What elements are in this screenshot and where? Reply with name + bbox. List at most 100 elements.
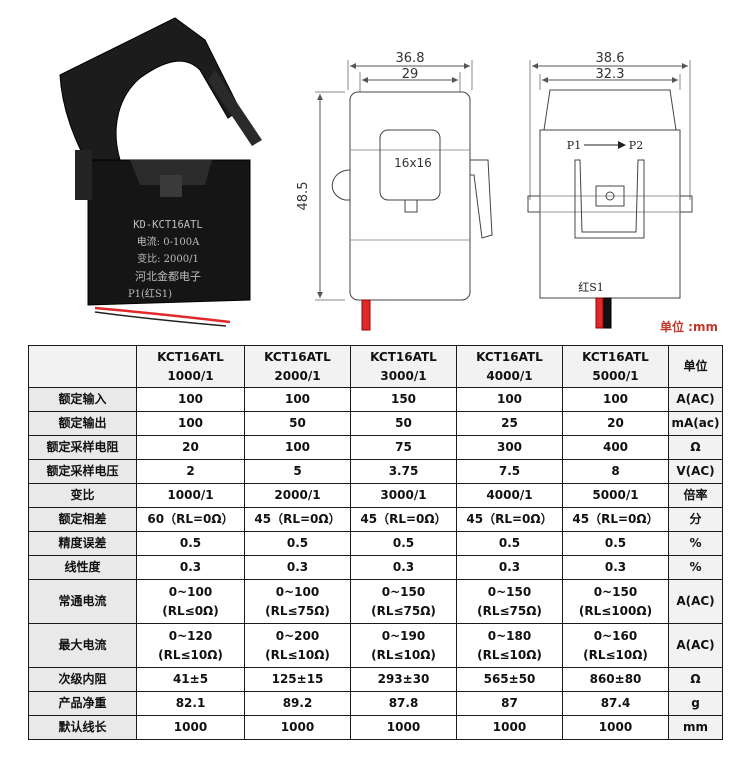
clamp-side-tab bbox=[75, 150, 92, 200]
table-cell: 8 bbox=[562, 459, 669, 484]
cell-text: 1000 bbox=[492, 720, 527, 734]
cell-text: 150 bbox=[390, 392, 417, 406]
height-dimension: 48.5 bbox=[296, 182, 311, 211]
cell-text: 293±30 bbox=[377, 672, 430, 686]
table-cell: 0~190(RL≤10Ω) bbox=[350, 623, 457, 668]
table-cell: 1000/1 bbox=[136, 483, 245, 508]
unit-cell: g bbox=[668, 691, 723, 716]
table-cell: 87 bbox=[456, 691, 563, 716]
table-cell: 150 bbox=[350, 387, 457, 412]
table-cell: 3.75 bbox=[350, 459, 457, 484]
side-width-outer: 38.6 bbox=[596, 51, 625, 66]
column-header-line: 2000/1 bbox=[274, 368, 321, 383]
cell-text: 0.3 bbox=[179, 560, 202, 574]
cell-text: 45（RL=0Ω） bbox=[254, 512, 341, 526]
cell-text: (RL≤75Ω) bbox=[477, 603, 542, 618]
header-corner bbox=[28, 345, 137, 388]
table-cell: 87.8 bbox=[350, 691, 457, 716]
cell-text: 0.5 bbox=[604, 536, 627, 550]
red-wire-label: 红S1 bbox=[578, 281, 604, 294]
unit-note: 单位 :mm bbox=[660, 320, 718, 334]
cell-text: 87.8 bbox=[388, 696, 419, 710]
table-cell: 82.1 bbox=[136, 691, 245, 716]
table-cell: 7.5 bbox=[456, 459, 563, 484]
cell-text: 300 bbox=[496, 440, 523, 454]
column-header-line: 5000/1 bbox=[592, 368, 639, 383]
cell-text: 20 bbox=[607, 416, 624, 430]
table-cell: 45（RL=0Ω） bbox=[244, 507, 351, 532]
table-cell: 100 bbox=[562, 387, 669, 412]
table-cell: 1000 bbox=[456, 715, 563, 740]
cell-text: 50 bbox=[395, 416, 412, 430]
window-size: 16x16 bbox=[394, 156, 432, 170]
row-label: 额定输出 bbox=[28, 411, 137, 436]
cell-text: 100 bbox=[177, 392, 204, 406]
table-cell: 89.2 bbox=[244, 691, 351, 716]
cell-text: 2000/1 bbox=[274, 488, 321, 502]
cell-text: 125±15 bbox=[271, 672, 324, 686]
table-cell: 0~150(RL≤100Ω) bbox=[562, 579, 669, 624]
cell-text: (RL≤10Ω) bbox=[477, 647, 542, 662]
cell-text: 100 bbox=[177, 416, 204, 430]
cell-text: 100 bbox=[496, 392, 523, 406]
cell-text: 0~160 bbox=[593, 628, 638, 643]
table-cell: 45（RL=0Ω） bbox=[456, 507, 563, 532]
front-width-inner: 29 bbox=[402, 67, 419, 82]
table-cell: 565±50 bbox=[456, 667, 563, 692]
p2-label: P2 bbox=[629, 139, 643, 152]
cell-text: 0.3 bbox=[604, 560, 627, 574]
cell-text: 25 bbox=[501, 416, 518, 430]
cell-text: (RL≤75Ω) bbox=[371, 603, 436, 618]
table-cell: 0~150(RL≤75Ω) bbox=[350, 579, 457, 624]
column-header-line: KCT16ATL bbox=[264, 349, 331, 364]
table-cell: 45（RL=0Ω） bbox=[350, 507, 457, 532]
table-cell: 100 bbox=[136, 387, 245, 412]
table-cell: 0.3 bbox=[562, 555, 669, 580]
front-view-drawing bbox=[315, 60, 493, 331]
row-label: 线性度 bbox=[28, 555, 137, 580]
cell-text: (RL≤75Ω) bbox=[265, 603, 330, 618]
cell-text: (RL≤0Ω) bbox=[162, 603, 219, 618]
clamp-window bbox=[130, 160, 212, 185]
side-view-drawing bbox=[527, 60, 693, 329]
column-header-line: KCT16ATL bbox=[370, 349, 437, 364]
cell-text: 1000 bbox=[280, 720, 315, 734]
cell-text: 1000 bbox=[173, 720, 208, 734]
photo-current: 电流: 0-100A bbox=[137, 235, 200, 248]
clamp-arch bbox=[59, 17, 241, 166]
table-cell: 0.5 bbox=[456, 531, 563, 556]
table-cell: 87.4 bbox=[562, 691, 669, 716]
photo-ratio: 变比: 2000/1 bbox=[137, 252, 199, 265]
table-cell: 860±80 bbox=[562, 667, 669, 692]
table-cell: 1000 bbox=[350, 715, 457, 740]
table-cell: 100 bbox=[244, 387, 351, 412]
row-label: 变比 bbox=[28, 483, 137, 508]
row-label: 精度误差 bbox=[28, 531, 137, 556]
table-cell: 100 bbox=[244, 435, 351, 460]
table-cell: 1000 bbox=[562, 715, 669, 740]
cell-text: 100 bbox=[284, 440, 311, 454]
table-cell: 45（RL=0Ω） bbox=[562, 507, 669, 532]
unit-cell: 倍率 bbox=[668, 483, 723, 508]
table-cell: 0~100(RL≤75Ω) bbox=[244, 579, 351, 624]
cell-text: (RL≤100Ω) bbox=[578, 603, 653, 618]
table-cell: 75 bbox=[350, 435, 457, 460]
cell-text: 0.5 bbox=[286, 536, 309, 550]
front-width-outer: 36.8 bbox=[396, 51, 425, 66]
cell-text: 860±80 bbox=[589, 672, 642, 686]
table-cell: 293±30 bbox=[350, 667, 457, 692]
product-drawing-area: KD-KCT16ATL 电流: 0-100A 变比: 2000/1 河北金都电子… bbox=[59, 17, 693, 331]
unit-cell: A(AC) bbox=[668, 387, 723, 412]
cell-text: 45（RL=0Ω） bbox=[572, 512, 659, 526]
cell-text: 0.5 bbox=[179, 536, 202, 550]
cell-text: 100 bbox=[284, 392, 311, 406]
